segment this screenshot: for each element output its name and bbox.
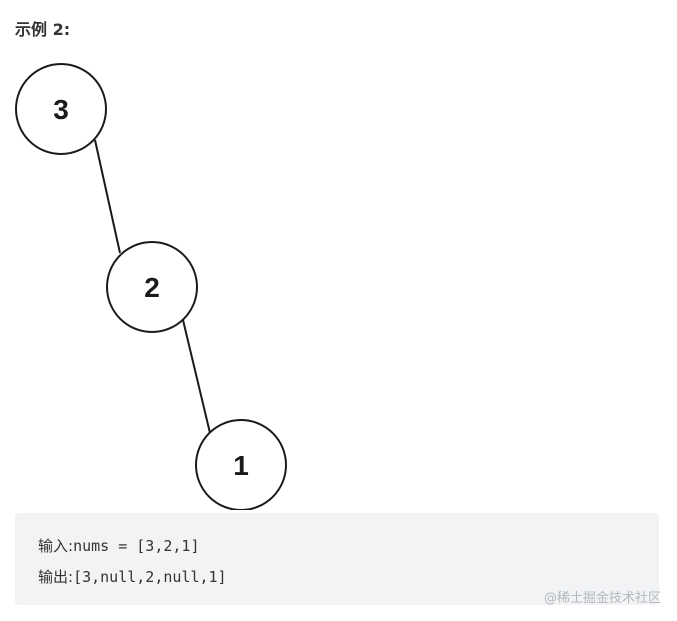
- output-value: [3,null,2,null,1]: [73, 568, 227, 586]
- node-label-3: 3: [53, 94, 69, 125]
- output-line: 输出:[3,null,2,null,1]: [38, 566, 227, 587]
- tree-node-2: 2: [106, 241, 198, 333]
- edge-2-1: [182, 319, 211, 434]
- output-label: 输出:: [38, 568, 74, 586]
- node-label-2: 2: [144, 272, 160, 303]
- watermark: @稀土掘金技术社区: [543, 591, 661, 606]
- input-line: 输入:nums = [3,2,1]: [38, 535, 200, 556]
- binary-tree-diagram: 3 2 1: [15, 63, 287, 510]
- node-label-1: 1: [233, 450, 249, 481]
- input-value: nums = [3,2,1]: [73, 537, 200, 555]
- edge-3-2: [94, 139, 121, 254]
- tree-node-1: 1: [195, 419, 287, 510]
- example-heading: 示例 2:: [15, 20, 71, 39]
- input-label: 输入:: [38, 537, 74, 555]
- example-code-block: 输入:nums = [3,2,1] 输出:[3,null,2,null,1]: [15, 513, 659, 605]
- tree-node-3: 3: [15, 63, 107, 155]
